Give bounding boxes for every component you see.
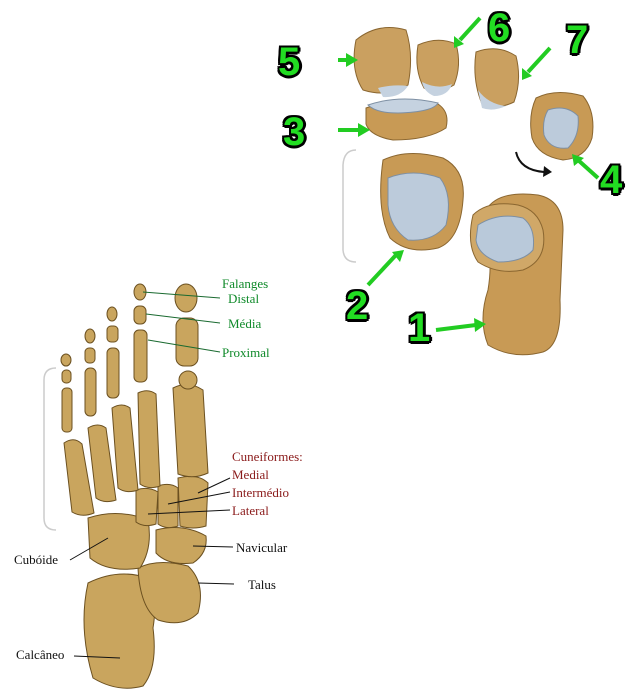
toe-3-proximal [107,348,119,398]
toe-4-proximal [85,368,96,416]
number-label-1: 1 [408,308,430,348]
label-falanges: Falanges [222,277,268,290]
toe-3-middle [107,326,118,342]
toe-3-distal [107,307,117,321]
number-label-4: 4 [600,160,622,200]
toe-2-middle [134,306,146,324]
label-distal: Distal [228,292,259,305]
cuboid-cartilage [544,108,579,148]
label-cuboide: Cubóide [14,553,58,566]
arrow-1 [436,325,476,330]
foot-skeleton-drawing [8,268,320,693]
label-cuneiformes: Cuneiformes: [232,450,303,463]
arrow-6 [460,18,480,40]
metatarsal-2 [138,391,160,488]
cuneiform-piece-5 [354,28,410,94]
foot-skeleton-figure [8,268,320,693]
number-label-3: 3 [283,112,305,152]
rotation-arrow [516,152,544,172]
number-label-2: 2 [346,286,368,326]
cuneiform-intermediate [158,484,178,527]
cuneiform-piece-5-cartilage [378,85,408,97]
navicular [156,528,206,564]
label-calcaneo: Calcâneo [16,648,64,661]
big-toe-proximal [176,318,198,366]
number-label-5: 5 [278,42,300,82]
big-toe-distal [175,284,197,312]
arrow-4 [578,160,598,178]
label-media: Média [228,317,261,330]
metatarsal-1 [173,384,208,476]
label-medial: Medial [232,468,269,481]
number-label-7: 7 [566,20,588,60]
label-proximal: Proximal [222,346,270,359]
label-intermedio: Intermédio [232,486,289,499]
cuneiform-lateral [136,488,158,525]
label-talus: Talus [248,578,276,591]
label-lateral: Lateral [232,504,269,517]
bracket-line [343,150,356,262]
arrow-2 [368,255,396,285]
toe-5-proximal [62,388,72,432]
talus-cartilage [476,216,534,262]
rotation-arrowhead [543,166,552,177]
toe-2-proximal [134,330,147,382]
sesamoid-bone [179,371,197,389]
cuneiform-medial [178,476,208,528]
label-navicular: Navicular [236,541,287,554]
toe-5-middle [62,370,71,383]
toe-4-distal [85,329,95,343]
navicular-cartilage [388,173,448,240]
toe-5-distal [61,354,71,366]
arrow-7 [528,48,550,72]
number-label-6: 6 [488,8,510,48]
toe-4-middle [85,348,95,363]
